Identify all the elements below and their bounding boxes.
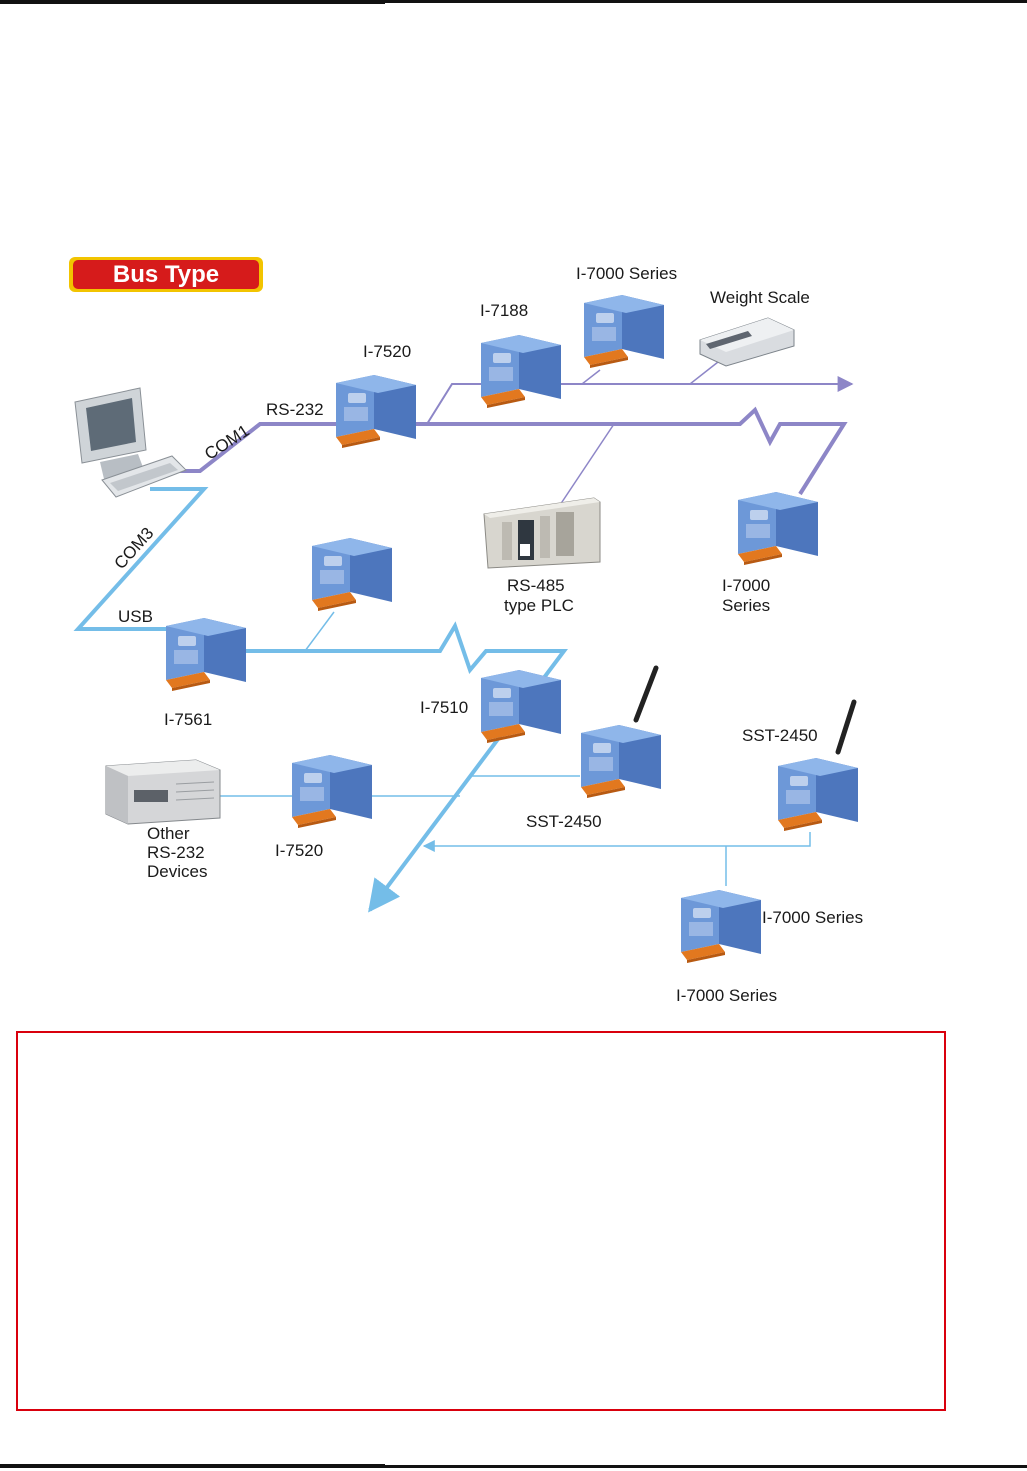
rs485-main-line [172, 406, 848, 496]
plc-icon [483, 497, 601, 569]
module-i7561 [166, 618, 246, 691]
footer-rule-thick [0, 1464, 385, 1468]
module-sst-right [778, 758, 858, 831]
antenna-icon [633, 665, 659, 723]
module-i7188 [481, 335, 561, 408]
label-i7188: I-7188 [480, 301, 528, 320]
bus-type-badge: Bus Type [69, 257, 263, 292]
pc-icon [74, 387, 187, 498]
label-i7000-right-line1: I-7000 [722, 576, 770, 595]
header-rule-thin [385, 0, 1027, 3]
label-i7510: I-7510 [420, 698, 468, 717]
module-i7510 [481, 670, 561, 743]
label-plc-line1: RS-485 [507, 576, 565, 595]
footer-rule-thin [385, 1465, 1027, 1468]
usb-main-line [236, 621, 568, 913]
label-i7000-top: I-7000 Series [576, 264, 677, 283]
rs232-device-icon [105, 759, 221, 825]
module-i7000-bottom [681, 890, 761, 963]
link-usb-module [304, 611, 335, 652]
com3-usb-line [73, 487, 209, 631]
module-i7520-bottom [292, 755, 372, 828]
label-i7561: I-7561 [164, 710, 212, 729]
label-i7000-right-line2: Series [722, 596, 770, 615]
label-i7000-bottom: I-7000 Series [676, 986, 777, 1005]
weight-scale-icon [699, 317, 795, 367]
module-sst-mid [581, 725, 661, 798]
label-plc-line2: type PLC [504, 596, 574, 615]
module-i7000-top [584, 295, 664, 368]
empty-red-frame [16, 1031, 946, 1411]
link-i7000-top [581, 369, 601, 385]
module-i7520-top [336, 375, 416, 448]
label-rs232: RS-232 [266, 400, 324, 419]
label-com1: COM1 [201, 421, 253, 464]
label-weight-scale: Weight Scale [710, 288, 810, 307]
label-usb: USB [118, 607, 153, 626]
wireless-return-arrow [422, 832, 811, 852]
badge-label: Bus Type [113, 261, 219, 288]
rs485-network [172, 361, 854, 506]
footer-rule [0, 1464, 1027, 1469]
link-weight-scale [689, 361, 719, 385]
label-sst-right: SST-2450 [742, 726, 818, 745]
label-other-line3: Devices [147, 862, 207, 881]
header-rule [0, 0, 1027, 5]
label-other-line2: RS-232 [147, 843, 205, 862]
link-plc [559, 423, 615, 506]
label-i7000-bottom-right: I-7000 Series [762, 908, 863, 927]
label-i7520-bottom: I-7520 [275, 841, 323, 860]
label-other-line1: Other [147, 824, 190, 843]
label-sst-mid: SST-2450 [526, 812, 602, 831]
label-i7520-top: I-7520 [363, 342, 411, 361]
module-i7000-right [738, 492, 818, 565]
module-usb-branch [312, 538, 392, 611]
rs485-branch-arrow [426, 376, 854, 425]
header-rule-thick [0, 0, 385, 4]
antenna-icon [835, 699, 857, 755]
